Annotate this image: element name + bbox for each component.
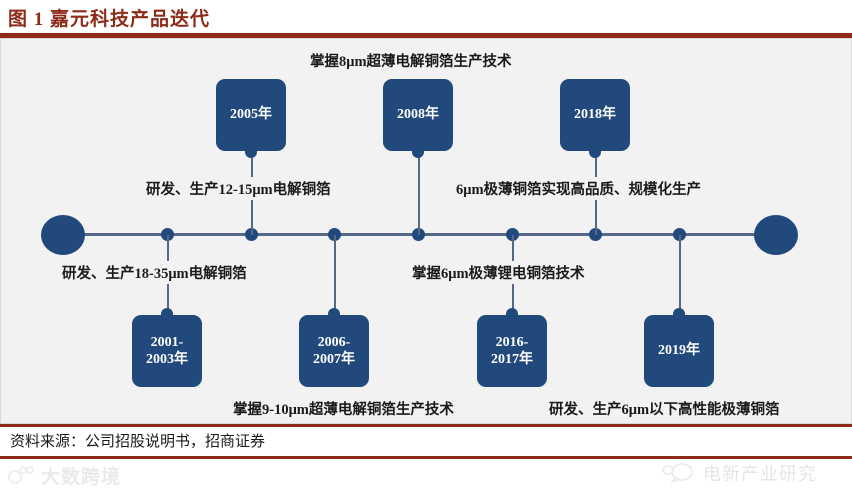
timeline-box-label: 2005年 [230,107,272,123]
timeline-box-2008[interactable]: 2008年 [383,79,453,158]
axis-dot-2019 [673,228,686,241]
axis-dot-2016-2017 [506,228,519,241]
connector-2008 [418,149,420,235]
annotation-8um: 掌握8μm超薄电解铜箔生产技术 [307,49,515,72]
dashuakuajing-logo-icon [8,465,34,484]
timeline-box-label: 2008年 [397,107,439,123]
timeline-box-label: 2001- 2003年 [146,334,188,368]
annotation-9-10um: 掌握9-10μm超薄电解铜箔生产技术 [230,397,457,420]
timeline-box-2018[interactable]: 2018年 [560,79,630,158]
timeline-start-marker [41,215,85,255]
figure-title-row: 图 1 嘉元科技产品迭代 [0,0,852,34]
connector-2006-2007 [334,235,336,317]
axis-dot-2006-2007 [328,228,341,241]
axis-dot-2001-2003 [161,228,174,241]
annotation-12-15um: 研发、生产12-15μm电解铜箔 [143,177,334,200]
watermark-right: 电新产业研究 [662,460,817,486]
source-note: 资料来源：公司招股说明书，招商证券 [10,434,266,450]
footer-divider-top [0,424,852,427]
annotation-below-6um: 研发、生产6μm以下高性能极薄铜箔 [546,397,783,420]
watermark-left-text: 大数跨境 [41,467,122,488]
timeline-box-2019[interactable]: 2019年 [644,308,714,387]
timeline-box-label: 2016- 2017年 [491,334,533,368]
timeline-box-label: 2019年 [658,343,700,359]
timeline-box-label: 2006- 2007年 [313,334,355,368]
timeline-box-label: 2018年 [574,107,616,123]
page-title: 图 1 嘉元科技产品迭代 [8,8,211,30]
annotation-18-35um: 研发、生产18-35μm电解铜箔 [59,261,250,284]
watermark-right-text: 电新产业研究 [703,464,817,484]
connector-2019 [679,235,681,317]
timeline-box-2005[interactable]: 2005年 [216,79,286,158]
watermark-left: 大数跨境 [8,462,121,489]
footer-divider-bottom [0,456,852,459]
timeline-box-2016-2017[interactable]: 2016- 2017年 [477,308,547,387]
speech-bubble-icon [662,463,693,484]
annotation-6um-li: 掌握6μm极薄锂电铜箔技术 [409,261,588,284]
timeline-box-2001-2003[interactable]: 2001- 2003年 [132,308,202,387]
annotation-6um-mass: 6μm极薄铜箔实现高品质、规模化生产 [453,177,705,200]
timeline-end-marker [754,215,798,255]
title-divider [0,33,852,38]
timeline-box-2006-2007[interactable]: 2006- 2007年 [299,308,369,387]
timeline-chart: 2005年 2008年 2018年 2001- 2003年 2006- 2007… [0,38,852,424]
